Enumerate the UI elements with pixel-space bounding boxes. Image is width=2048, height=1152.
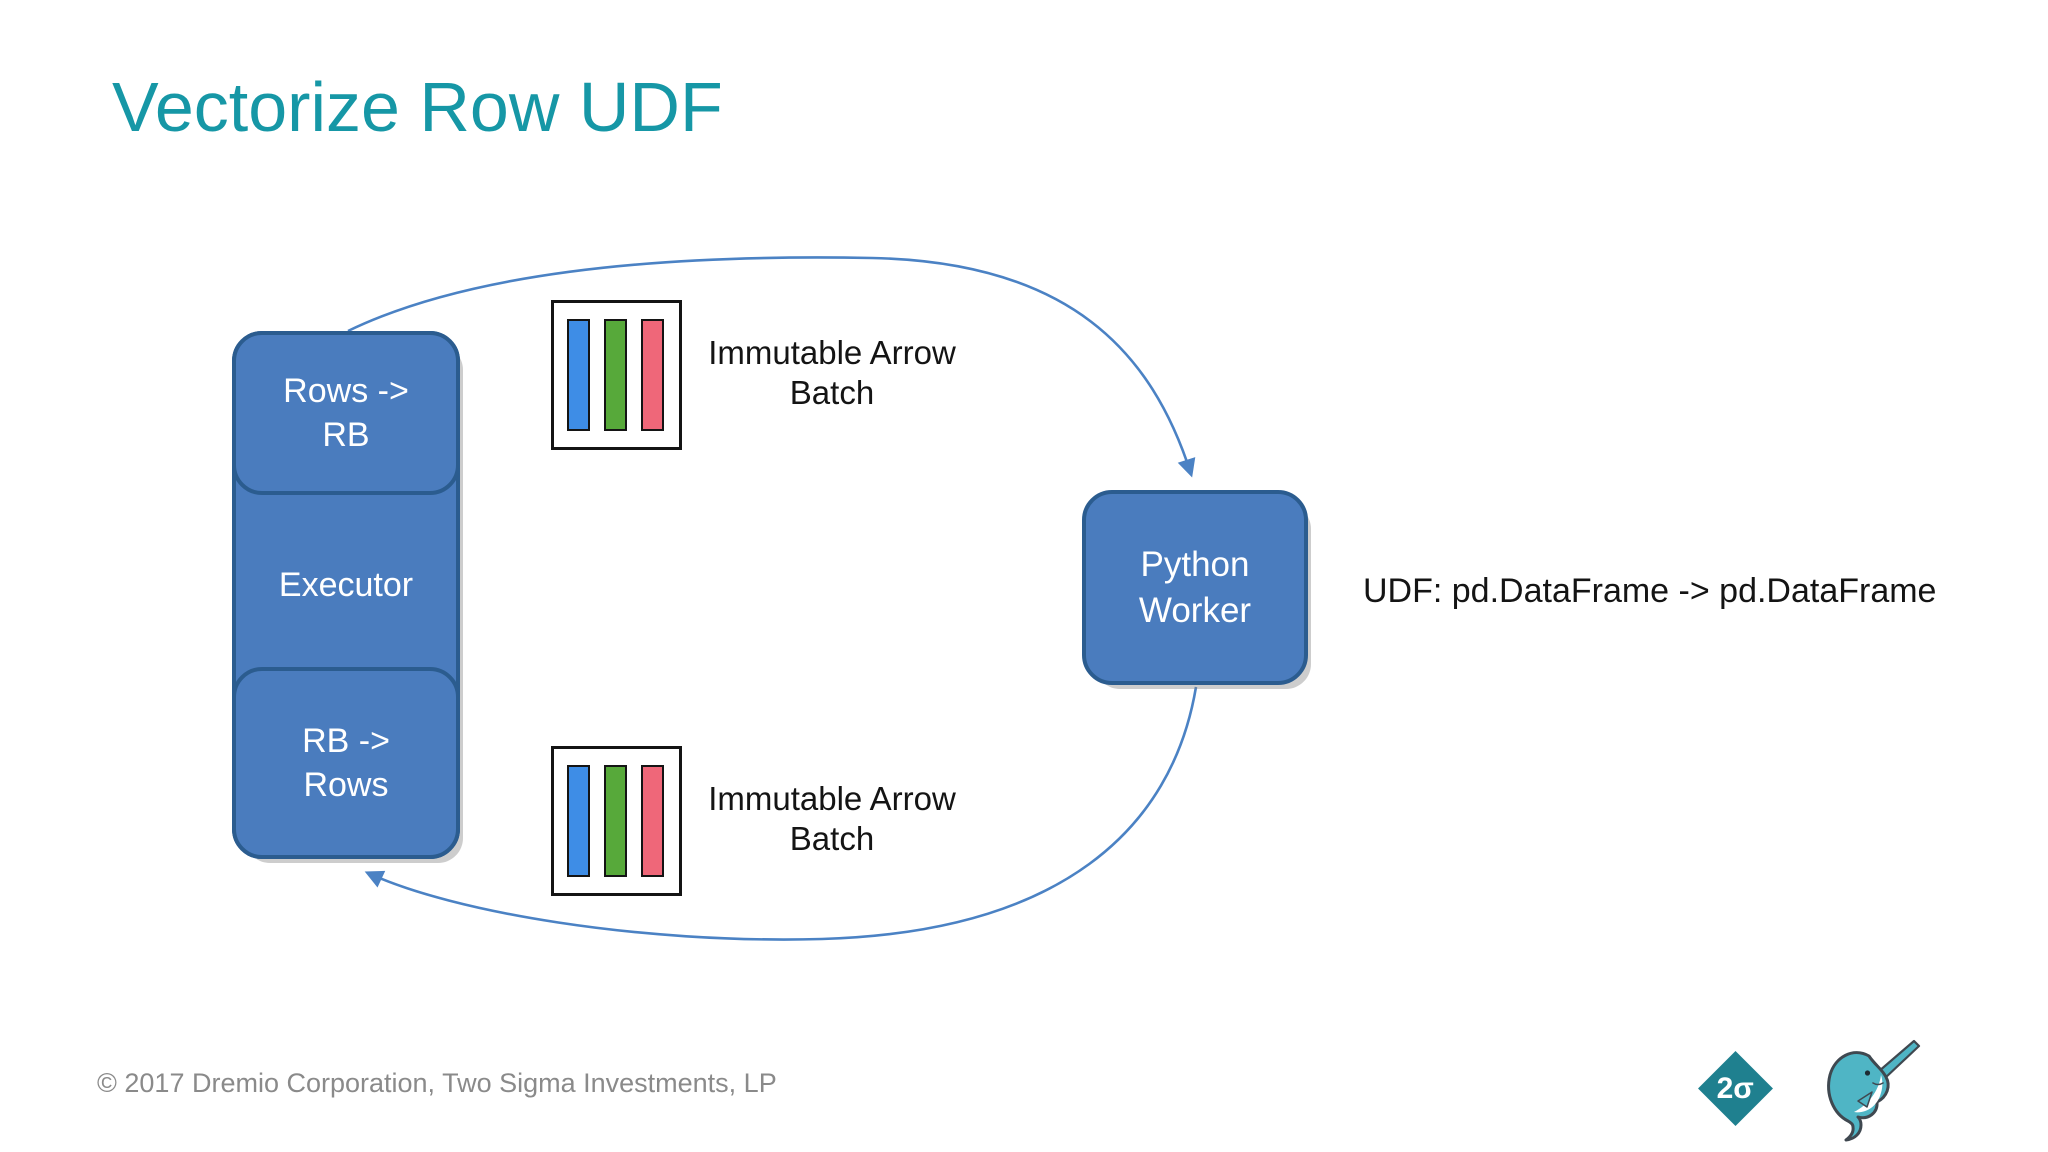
udf-annotation: UDF: pd.DataFrame -> pd.DataFrame (1363, 572, 1937, 610)
pink-column-bar-icon (641, 765, 664, 877)
batch-label-top: Immutable Arrow Batch (708, 334, 956, 411)
batch-label-bottom: Immutable Arrow Batch (708, 780, 956, 857)
python-worker-node: Python Worker (1082, 490, 1308, 685)
python-worker-label: Python Worker (1138, 545, 1252, 630)
executor-label-area: Executor (236, 499, 456, 671)
rows-to-rb-label: Rows -> RB (283, 371, 409, 454)
copyright-footer: © 2017 Dremio Corporation, Two Sigma Inv… (97, 1068, 777, 1098)
blue-column-bar-icon (567, 319, 590, 431)
rb-to-rows-node: RB -> Rows (232, 667, 460, 859)
green-column-bar-icon (604, 765, 627, 877)
blue-column-bar-icon (567, 765, 590, 877)
two-sigma-logo-icon: 2σ (1698, 1051, 1773, 1126)
slide-title: Vectorize Row UDF (112, 68, 723, 146)
dremio-narwhal-icon (1827, 1039, 1921, 1142)
pink-column-bar-icon (641, 319, 664, 431)
executor-node: Rows -> RB Executor RB -> Rows (232, 331, 460, 859)
record-batch-icon-bottom (551, 746, 682, 896)
executor-label: Executor (278, 565, 414, 604)
rows-to-rb-node: Rows -> RB (232, 331, 460, 495)
rb-to-rows-label: RB -> Rows (302, 721, 390, 804)
two-sigma-logo-text: 2σ (1716, 1071, 1755, 1105)
green-column-bar-icon (604, 319, 627, 431)
record-batch-icon-top (551, 300, 682, 450)
